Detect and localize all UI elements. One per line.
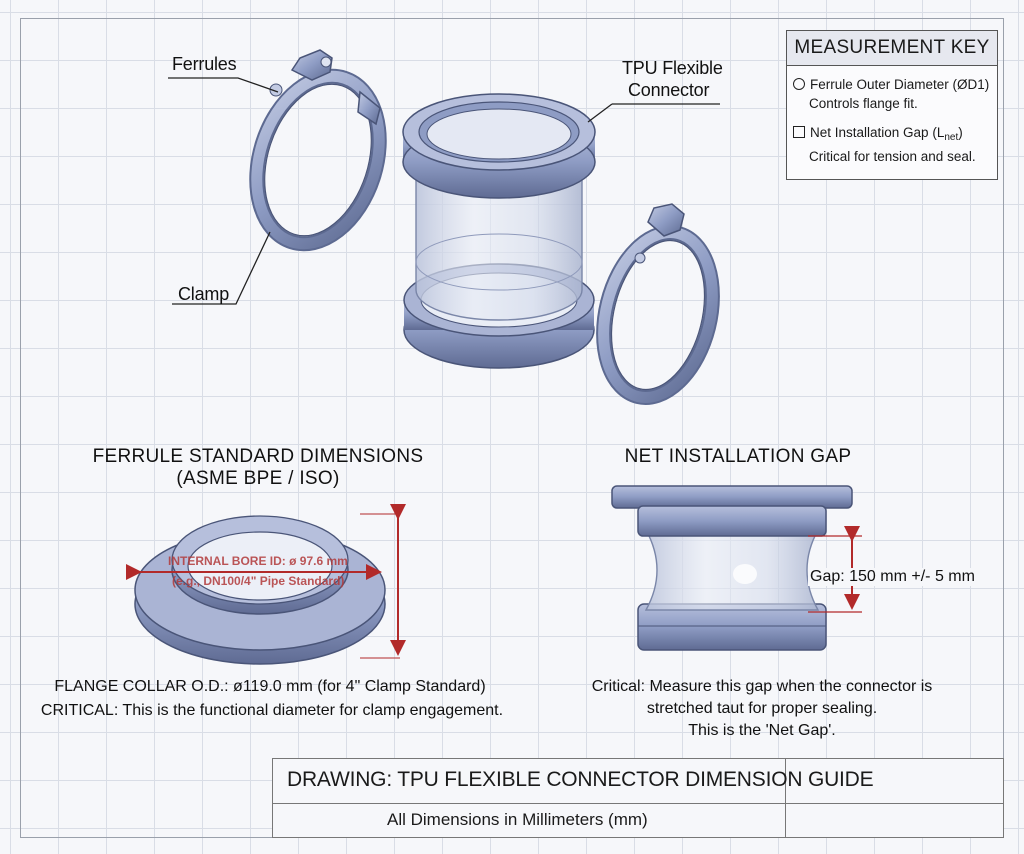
square-marker-icon (793, 126, 805, 138)
drawing-units: All Dimensions in Millimeters (mm) (387, 810, 648, 829)
gap-heading: NET INSTALLATION GAP (624, 446, 852, 467)
measurement-key-title: MEASUREMENT KEY (787, 31, 997, 66)
bore-id-label: INTERNAL BORE ID: ø 97.6 mm (168, 554, 348, 568)
ferrule-heading-line1: FERRULE STANDARD DIMENSIONS (92, 446, 424, 467)
tpu-connector (402, 93, 596, 369)
gap-note-line1: Critical: Measure this gap when the conn… (591, 678, 933, 695)
gap-note-line3: This is the 'Net Gap'. (688, 722, 836, 739)
ferrule-heading-line2: (ASME BPE / ISO) (176, 468, 340, 489)
label-tpu-line1: TPU Flexible (622, 58, 723, 78)
key-item-ferrule-od: Ferrule Outer Diameter (ØD1) Controls fl… (793, 75, 989, 113)
gap-note-line2: stretched taut for proper sealing. (646, 700, 878, 717)
bore-id-sublabel: (e.g., DN100/4" Pipe Standard) (172, 574, 345, 588)
leader-lines (168, 77, 720, 305)
label-tpu-line2: Connector (628, 80, 710, 100)
key-item-net-gap: Net Installation Gap (Lnet) Critical for… (793, 123, 976, 166)
drawing-title: DRAWING: TPU FLEXIBLE CONNECTOR DIMENSIO… (287, 768, 874, 791)
gap-connector-drawing (611, 485, 862, 651)
ferrule-note-line2: CRITICAL: This is the functional diamete… (40, 702, 504, 719)
ferrule-note-line1: FLANGE COLLAR O.D.: ø119.0 mm (for 4" Cl… (54, 678, 486, 695)
label-ferrules: Ferrules (172, 54, 237, 74)
ferrule-drawing (126, 504, 406, 665)
title-block: DRAWING: TPU FLEXIBLE CONNECTOR DIMENSIO… (272, 758, 1004, 838)
gap-dimension-label: Gap: 150 mm +/- 5 mm (808, 568, 977, 586)
circle-marker-icon (793, 78, 805, 90)
clamp-right (596, 203, 720, 405)
clamp-left (249, 49, 387, 252)
label-clamp: Clamp (178, 284, 230, 304)
measurement-key: MEASUREMENT KEY Ferrule Outer Diameter (… (786, 30, 998, 180)
